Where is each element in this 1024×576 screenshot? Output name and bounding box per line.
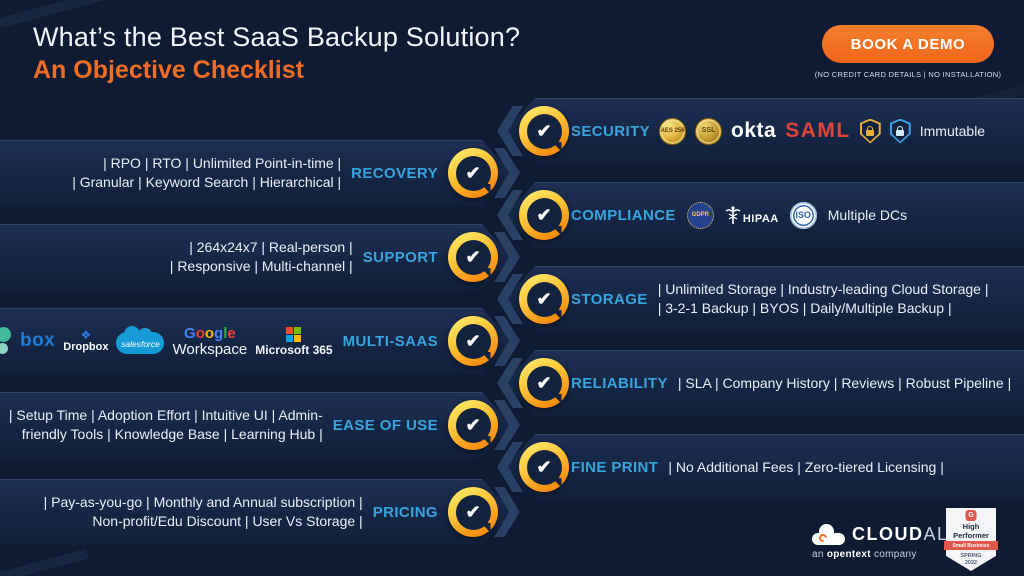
row-reliability: RELIABILITY | SLA | Company History | Re… xyxy=(497,350,1024,416)
row-label: MULTI-SAAS xyxy=(342,332,438,350)
g2-logo-icon: G xyxy=(965,510,977,521)
aes-256-seal-icon: AES 256 xyxy=(659,117,687,145)
google-workspace-logo: Google Workspace xyxy=(172,324,248,358)
row-criteria: | RPO | RTO | Unlimited Point-in-time | … xyxy=(72,155,342,190)
row-criteria: | Setup Time | Adoption Effort | Intuiti… xyxy=(8,407,323,442)
row-security: SECURITY AES 256 SSL okta SAML Immutable… xyxy=(497,98,1024,164)
check-icon: ✔ xyxy=(448,316,498,366)
row-panel xyxy=(505,350,1024,416)
row-label: SUPPORT xyxy=(362,248,438,266)
dropbox-icon: ❖ xyxy=(80,328,92,342)
cloud-icon xyxy=(812,524,845,545)
award-season: SPRING 2022 xyxy=(960,553,982,566)
row-criteria: | Unlimited Storage | Industry-leading C… xyxy=(657,281,989,316)
row-panel xyxy=(0,479,512,545)
check-icon: ✔ xyxy=(519,358,569,408)
ssl-seal-icon: SSL xyxy=(695,117,723,145)
row-panel xyxy=(505,434,1024,500)
row-label: FINE PRINT xyxy=(571,458,659,476)
row-label: RELIABILITY xyxy=(571,374,668,392)
book-a-demo-button[interactable]: BOOK A DEMO xyxy=(822,25,994,63)
row-panel xyxy=(0,308,512,374)
row-support: | 264x24x7 | Real-person | | Responsive … xyxy=(0,224,520,290)
check-icon: ✔ xyxy=(519,274,569,324)
corner-decoration xyxy=(0,548,89,576)
google-wordmark: Google xyxy=(184,324,236,342)
row-label: STORAGE xyxy=(571,290,648,308)
check-icon: ✔ xyxy=(448,232,498,282)
check-icon: ✔ xyxy=(448,148,498,198)
opentext-tagline: an opentext company xyxy=(812,549,917,560)
row-label: COMPLIANCE xyxy=(571,206,676,224)
row-panel xyxy=(0,140,512,206)
saas-logos: S box ❖ Dropbox salesforce Google Worksp… xyxy=(0,326,333,357)
row-label: RECOVERY xyxy=(351,164,438,182)
check-icon: ✔ xyxy=(448,487,498,537)
row-multi-saas: S box ❖ Dropbox salesforce Google Worksp… xyxy=(0,308,520,374)
row-panel xyxy=(505,182,1024,248)
check-icon: ✔ xyxy=(519,442,569,492)
gdpr-badge-icon: GDPR xyxy=(686,201,714,229)
box-logo: box xyxy=(19,330,56,351)
check-icon: ✔ xyxy=(448,400,498,450)
g2-high-performer-badge: G High Performer Small Business SPRING 2… xyxy=(944,508,998,571)
microsoft-365-logo: Microsoft 365 xyxy=(255,326,333,356)
row-fine-print: FINE PRINT | No Additional Fees | Zero-t… xyxy=(497,434,1024,500)
row-label: SECURITY xyxy=(571,122,651,140)
row-panel xyxy=(505,98,1024,164)
row-label: EASE OF USE xyxy=(332,416,438,434)
iso-badge-icon: ISO xyxy=(789,201,817,229)
cta-note: (NO CREDIT CARD DETAILS | NO INSTALLATIO… xyxy=(814,70,1002,79)
dropbox-logo: ❖ Dropbox xyxy=(63,328,109,353)
row-recovery: | RPO | RTO | Unlimited Point-in-time | … xyxy=(0,140,520,206)
row-storage: STORAGE | Unlimited Storage | Industry-l… xyxy=(497,266,1024,332)
caduceus-icon xyxy=(725,205,741,224)
award-title: High Performer xyxy=(953,522,989,540)
okta-logo: okta xyxy=(731,119,777,142)
page-title: What’s the Best SaaS Backup Solution? xyxy=(33,22,521,52)
row-ease-of-use: | Setup Time | Adoption Effort | Intuiti… xyxy=(0,392,520,458)
row-label: PRICING xyxy=(372,503,438,521)
immutable-label: Immutable xyxy=(919,123,986,139)
row-criteria: | No Additional Fees | Zero-tiered Licen… xyxy=(668,458,944,475)
microsoft-icon xyxy=(286,326,302,342)
row-pricing: | Pay-as-you-go | Monthly and Annual sub… xyxy=(0,479,520,545)
salesforce-cloud-icon xyxy=(116,326,165,354)
row-panel xyxy=(505,266,1024,332)
sharepoint-icon: S xyxy=(0,327,12,355)
gold-shield-lock-icon xyxy=(859,118,881,144)
salesforce-logo: salesforce xyxy=(116,326,165,355)
award-ribbon: Small Business xyxy=(944,541,998,550)
page-subtitle: An Objective Checklist xyxy=(33,56,304,84)
blue-shield-lock-icon xyxy=(889,118,911,144)
saml-logo: SAML xyxy=(785,119,851,142)
hipaa-badge: HIPAA xyxy=(725,205,779,225)
row-criteria: | 264x24x7 | Real-person | | Responsive … xyxy=(169,239,353,274)
check-icon: ✔ xyxy=(519,190,569,240)
row-panel xyxy=(0,224,512,290)
row-compliance: COMPLIANCE GDPR HIPAA ISO Multiple DCs ✔ xyxy=(497,182,1024,248)
check-icon: ✔ xyxy=(519,106,569,156)
multiple-dcs-label: Multiple DCs xyxy=(827,207,908,223)
row-panel xyxy=(0,392,512,458)
row-criteria: | SLA | Company History | Reviews | Robu… xyxy=(677,374,1012,391)
row-criteria: | Pay-as-you-go | Monthly and Annual sub… xyxy=(43,494,363,529)
